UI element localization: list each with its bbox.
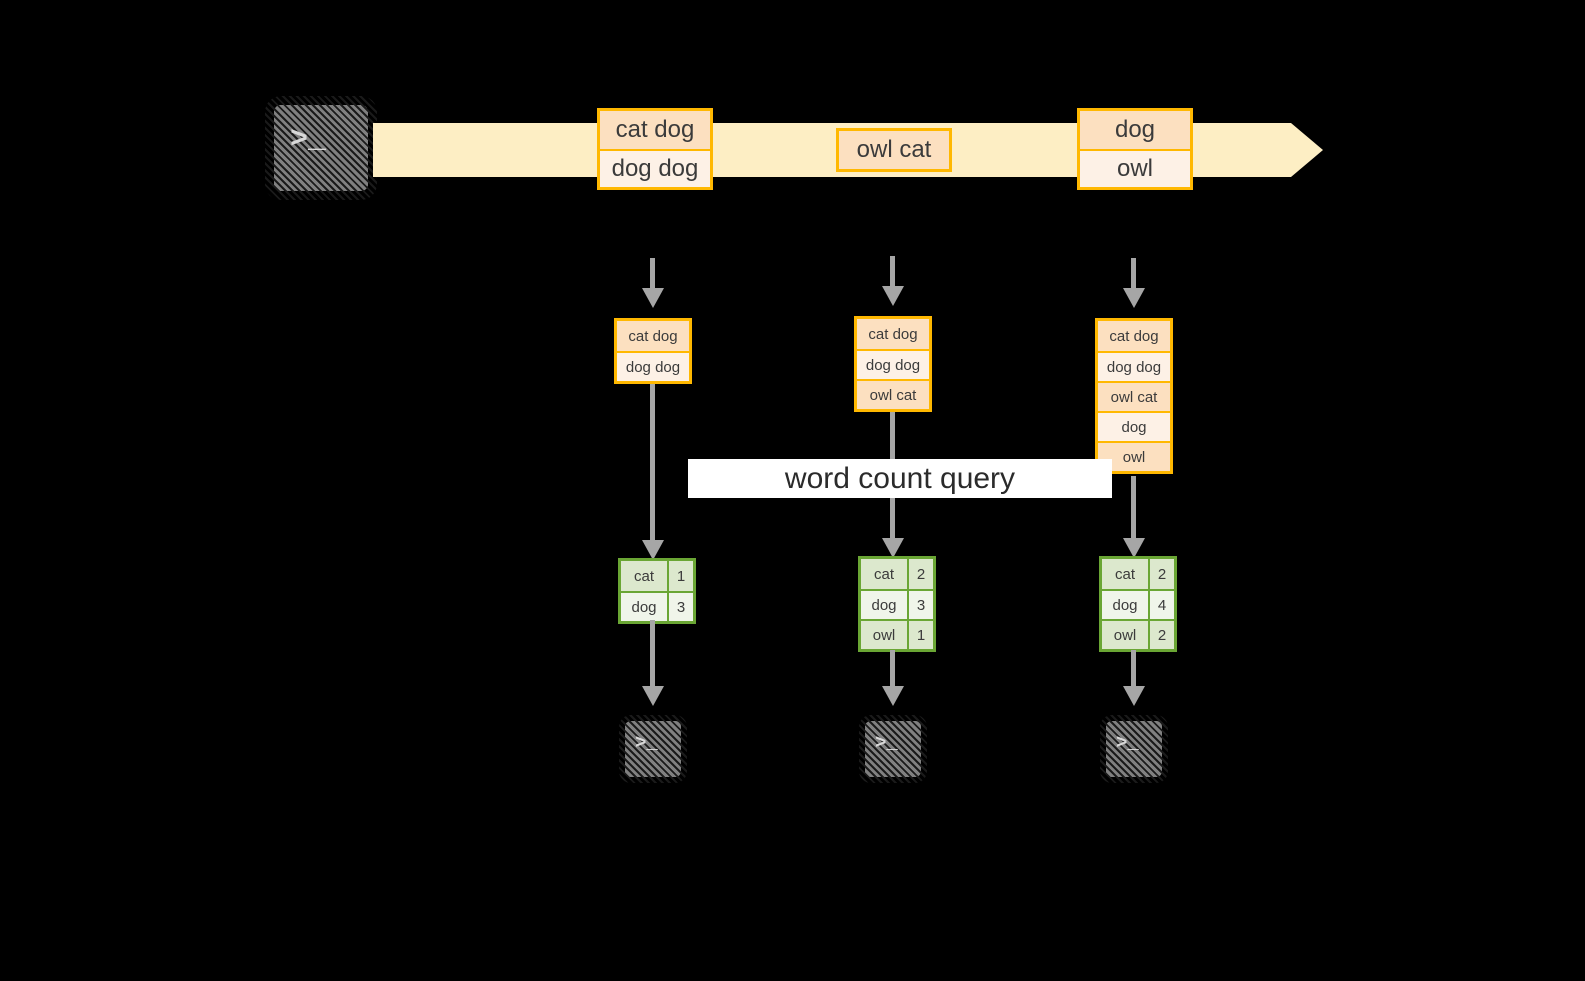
count-word: cat <box>621 561 667 591</box>
dashed-connector-3 <box>1131 258 1136 290</box>
count-row: cat 2 <box>1102 559 1174 589</box>
sink-connector-1-head <box>642 686 664 706</box>
stream-record: owl cat <box>839 131 949 169</box>
snapshot-1-counts: cat 1 dog 3 <box>618 558 696 624</box>
stream-arrow-head <box>1291 123 1323 177</box>
dashed-connector-1-head <box>642 288 664 308</box>
query-label: word count query <box>688 459 1112 498</box>
terminal-prompt-glyph: >_ <box>1116 732 1139 754</box>
query-connector-1 <box>650 384 655 546</box>
snapshot-record: cat dog <box>617 321 689 351</box>
query-connector-1-head <box>642 540 664 560</box>
snapshot-3-counts: cat 2 dog 4 owl 2 <box>1099 556 1177 652</box>
sink-connector-2-head <box>882 686 904 706</box>
stream-group-2: owl cat <box>836 128 952 172</box>
count-word: dog <box>861 591 907 619</box>
count-word: dog <box>1102 591 1148 619</box>
sink-terminal-icon-2: >_ <box>859 715 927 783</box>
sink-connector-3 <box>1131 650 1136 690</box>
snapshot-2-counts: cat 2 dog 3 owl 1 <box>858 556 936 652</box>
sink-connector-1 <box>650 620 655 690</box>
count-row: dog 3 <box>621 591 693 621</box>
count-row: dog 4 <box>1102 589 1174 619</box>
count-row: owl 2 <box>1102 619 1174 649</box>
count-row: cat 1 <box>621 561 693 591</box>
snapshot-record: dog dog <box>857 349 929 379</box>
sink-terminal-icon-3: >_ <box>1100 715 1168 783</box>
snapshot-record: dog dog <box>617 351 689 381</box>
count-value: 1 <box>667 561 693 591</box>
count-word: owl <box>861 621 907 649</box>
stream-group-1: cat dog dog dog <box>597 108 713 190</box>
count-value: 4 <box>1148 591 1174 619</box>
count-row: dog 3 <box>861 589 933 619</box>
snapshot-1-records: cat dog dog dog <box>614 318 692 384</box>
count-word: cat <box>861 559 907 589</box>
snapshot-record: dog <box>1098 411 1170 441</box>
stream-record: cat dog <box>600 111 710 149</box>
query-connector-3 <box>1131 476 1136 544</box>
snapshot-record: cat dog <box>1098 321 1170 351</box>
terminal-prompt-glyph: >_ <box>290 123 327 157</box>
sink-connector-3-head <box>1123 686 1145 706</box>
snapshot-record: dog dog <box>1098 351 1170 381</box>
count-row: cat 2 <box>861 559 933 589</box>
snapshot-3-records: cat dog dog dog owl cat dog owl <box>1095 318 1173 474</box>
terminal-prompt-glyph: >_ <box>635 732 658 754</box>
count-word: owl <box>1102 621 1148 649</box>
source-terminal-icon: >_ <box>265 96 377 200</box>
count-row: owl 1 <box>861 619 933 649</box>
snapshot-record: cat dog <box>857 319 929 349</box>
dashed-connector-1 <box>650 258 655 290</box>
stream-group-3: dog owl <box>1077 108 1193 190</box>
count-word: cat <box>1102 559 1148 589</box>
dashed-connector-2-head <box>882 286 904 306</box>
sink-connector-2 <box>890 650 895 690</box>
stream-record: owl <box>1080 149 1190 187</box>
snapshot-2-records: cat dog dog dog owl cat <box>854 316 932 412</box>
dashed-connector-3-head <box>1123 288 1145 308</box>
snapshot-record: owl cat <box>857 379 929 409</box>
count-word: dog <box>621 593 667 621</box>
dashed-connector-2 <box>890 256 895 288</box>
count-value: 2 <box>1148 559 1174 589</box>
snapshot-record: owl cat <box>1098 381 1170 411</box>
stream-record: dog <box>1080 111 1190 149</box>
terminal-prompt-glyph: >_ <box>875 732 898 754</box>
count-value: 2 <box>907 559 933 589</box>
count-value: 3 <box>667 593 693 621</box>
count-value: 1 <box>907 621 933 649</box>
count-value: 2 <box>1148 621 1174 649</box>
query-connector-3-head <box>1123 538 1145 558</box>
stream-record: dog dog <box>600 149 710 187</box>
query-connector-2-head <box>882 538 904 558</box>
count-value: 3 <box>907 591 933 619</box>
sink-terminal-icon-1: >_ <box>619 715 687 783</box>
